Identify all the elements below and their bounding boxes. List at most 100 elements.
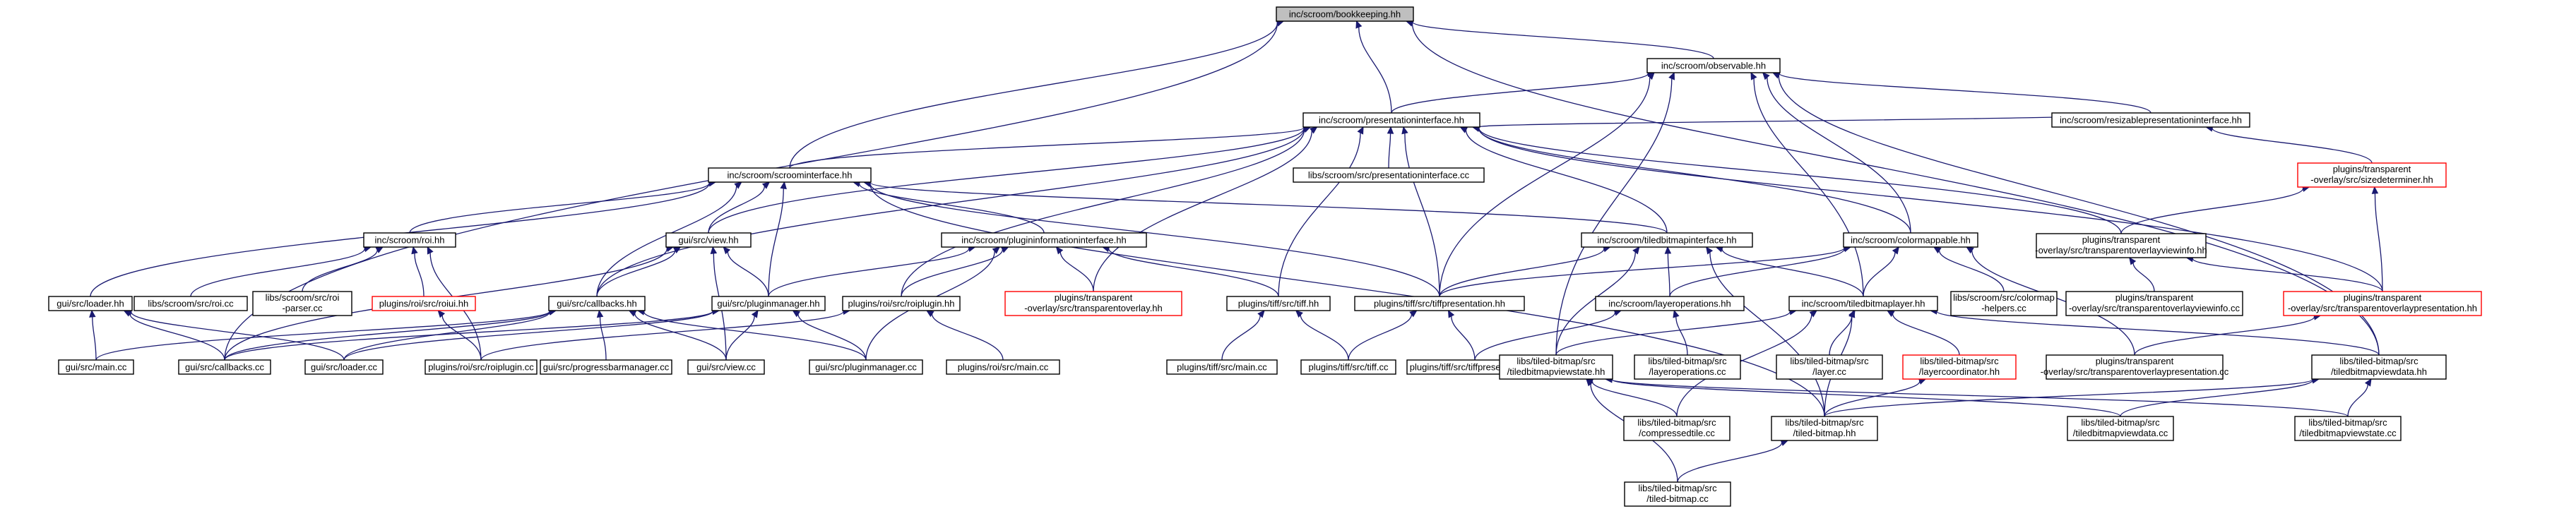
- file-node-layerops-hh[interactable]: inc/scroom/layeroperations.hh: [1595, 296, 1745, 311]
- file-node-bookkeeping[interactable]: inc/scroom/bookkeeping.hh: [1276, 6, 1414, 22]
- file-node-roi-cc[interactable]: libs/scroom/src/roi.cc: [133, 296, 248, 311]
- node-label: gui/src/loader.cc: [311, 362, 377, 373]
- node-label: /tiledbitmapviewstate.hh: [1507, 366, 1605, 377]
- node-box: [178, 359, 271, 375]
- dependency-edge: [124, 308, 345, 361]
- node-label: inc/scroom/tiledbitmapinterface.hh: [1597, 235, 1736, 246]
- file-node-plugininfo[interactable]: inc/scroom/plugininformationinterface.hh: [941, 232, 1147, 248]
- node-box: [2067, 416, 2174, 441]
- file-node-scroomint[interactable]: inc/scroom/scroominterface.hh: [708, 167, 872, 183]
- file-node-to-hh[interactable]: plugins/transparent-overlay/src/transpar…: [1004, 291, 1182, 316]
- file-node-tiff-hh[interactable]: plugins/tiff/src/tiff.hh: [1226, 296, 1331, 311]
- edge-line: [2120, 380, 2313, 417]
- dependency-edge: [1604, 376, 2121, 417]
- node-label: inc/scroom/layeroperations.hh: [1608, 299, 1731, 309]
- file-node-roiplugin-hh[interactable]: plugins/roi/src/roiplugin.hh: [842, 296, 961, 311]
- node-label: -overlay/src/transparentoverlayviewinfo.…: [2035, 245, 2207, 256]
- file-node-tbviewdata-cc[interactable]: libs/tiled-bitmap/src/tiledbitmapviewdat…: [2067, 416, 2174, 441]
- file-node-colormappable[interactable]: inc/scroom/colormappable.hh: [1843, 232, 1978, 248]
- node-label: /tiledbitmapviewstate.cc: [2299, 428, 2397, 438]
- edge-line: [343, 311, 550, 361]
- node-label: plugins/transparent: [2115, 292, 2194, 303]
- node-label: libs/tiled-bitmap/src: [2308, 417, 2387, 428]
- file-node-tovinfo[interactable]: plugins/transparent-overlay/src/transpar…: [2035, 233, 2207, 258]
- dependency-edge: [628, 310, 727, 361]
- file-node-layer-cc[interactable]: libs/tiled-bitmap/src/layer.cc: [1776, 354, 1883, 380]
- dependency-edge: [2120, 377, 2320, 417]
- file-node-pluginmgr-hh[interactable]: gui/src/pluginmanager.hh: [711, 296, 826, 311]
- edge-line: [1667, 253, 1670, 297]
- dependency-edge: [792, 310, 867, 361]
- file-node-tbviewstate-hh[interactable]: libs/tiled-bitmap/src/tiledbitmapviewsta…: [1499, 354, 1613, 380]
- file-node-compressedtile[interactable]: libs/tiled-bitmap/src/compressedtile.cc: [1623, 416, 1731, 441]
- node-label: libs/scroom/src/presentationinterface.cc: [1308, 170, 1470, 181]
- edge-line: [92, 316, 97, 361]
- file-node-roiui[interactable]: plugins/roi/src/roiui.hh: [372, 296, 476, 311]
- edge-line: [129, 313, 225, 361]
- edge-line: [599, 316, 607, 361]
- file-node-tiledbitmap-hh[interactable]: libs/tiled-bitmap/src/tiled-bitmap.hh: [1771, 416, 1878, 441]
- node-label: plugins/transparent: [1055, 292, 1133, 303]
- node-label: gui/src/callbacks.hh: [557, 299, 636, 309]
- dependency-edge: [2205, 125, 2373, 164]
- file-node-tovinfo-cc[interactable]: plugins/transparent-overlay/src/transpar…: [2065, 291, 2243, 316]
- file-node-roiplugin-cc[interactable]: plugins/roi/src/roiplugin.cc: [425, 359, 538, 375]
- file-node-view-hh[interactable]: gui/src/view.hh: [665, 232, 752, 248]
- file-node-layercoord-hh[interactable]: libs/tiled-bitmap/src/layercoordinator.h…: [1902, 354, 2017, 380]
- edge-arrowhead: [1762, 72, 1770, 80]
- file-node-resizable[interactable]: inc/scroom/resizablepresentationinterfac…: [2051, 112, 2250, 128]
- file-node-tiledbitmap-cc[interactable]: libs/tiled-bitmap/src/tiled-bitmap.cc: [1624, 481, 1731, 507]
- file-node-colormaphelpers[interactable]: libs/scroom/src/colormap-helpers.cc: [1950, 291, 2058, 316]
- dependency-edge: [1459, 126, 1668, 234]
- file-node-tiledbmpint[interactable]: inc/scroom/tiledbitmapinterface.hh: [1581, 232, 1753, 248]
- file-node-callbacks-hh[interactable]: gui/src/callbacks.hh: [548, 296, 646, 311]
- file-node-tiffpres-hh[interactable]: plugins/tiff/src/tiffpresentation.hh: [1354, 296, 1525, 311]
- dependency-edge: [2347, 378, 2372, 417]
- file-node-callbacks-cc[interactable]: gui/src/callbacks.cc: [178, 359, 271, 375]
- file-node-topres-cc[interactable]: plugins/transparent-overlay/src/transpar…: [2041, 354, 2229, 380]
- file-node-tiff-cc[interactable]: plugins/tiff/src/tiff.cc: [1300, 359, 1396, 375]
- dependency-edge: [437, 310, 482, 361]
- file-node-roi-hh[interactable]: inc/scroom/roi.hh: [363, 232, 456, 248]
- file-node-tiledbmplayer-hh[interactable]: inc/scroom/tiledbitmaplayer.hh: [1788, 296, 1938, 311]
- file-node-roiparser[interactable]: libs/scroom/src/roi-parser.cc: [252, 291, 352, 316]
- edge-line: [302, 250, 378, 292]
- file-node-tbviewstate-cc[interactable]: libs/tiled-bitmap/src/tiledbitmapviewsta…: [2294, 416, 2402, 441]
- file-node-presint[interactable]: inc/scroom/presentationinterface.hh: [1302, 112, 1480, 128]
- file-node-progressbar-cc[interactable]: gui/src/progressbarmanager.cc: [540, 359, 672, 375]
- edge-arrowhead: [1668, 71, 1675, 80]
- node-label: gui/src/callbacks.cc: [185, 362, 264, 373]
- file-node-pluginmgr-cc[interactable]: gui/src/pluginmanager.cc: [809, 359, 923, 375]
- file-node-layerops-cc[interactable]: libs/tiled-bitmap/src/layeroperations.cc: [1634, 354, 1741, 380]
- node-box: [2311, 354, 2447, 380]
- node-box: [1595, 296, 1745, 311]
- edge-arrowhead: [1586, 378, 1593, 387]
- file-node-view-cc[interactable]: gui/src/view.cc: [687, 359, 765, 375]
- node-label: plugins/tiff/src/main.cc: [1177, 362, 1267, 373]
- edge-arrowhead: [1673, 309, 1680, 318]
- node-label: -helpers.cc: [1981, 303, 2026, 313]
- node-label: inc/scroom/tiledbitmaplayer.hh: [1802, 299, 1925, 309]
- dependency-edge: [411, 246, 425, 297]
- node-label: gui/src/progressbarmanager.cc: [543, 362, 670, 373]
- edge-arrowhead: [2364, 378, 2372, 387]
- dependency-edge: [89, 309, 97, 361]
- dependency-edge: [1055, 246, 1094, 292]
- file-node-roimain-cc[interactable]: plugins/roi/src/main.cc: [946, 359, 1060, 375]
- file-node-tiffmain-cc[interactable]: plugins/tiff/src/main.cc: [1166, 359, 1278, 375]
- file-node-topres-hh[interactable]: plugins/transparent-overlay/src/transpar…: [2283, 291, 2482, 316]
- edge-line: [1391, 73, 1649, 114]
- dependency-edge: [123, 310, 225, 361]
- file-node-tbviewdata-hh[interactable]: libs/tiled-bitmap/src/tiledbitmapviewdat…: [2311, 354, 2447, 380]
- node-box: [2051, 112, 2250, 128]
- file-node-loader-hh[interactable]: gui/src/loader.hh: [48, 296, 133, 311]
- edge-line: [869, 184, 1825, 417]
- file-node-sizedet[interactable]: plugins/transparent-overlay/src/sizedete…: [2297, 162, 2447, 188]
- node-box: [1902, 354, 2017, 380]
- file-node-observable[interactable]: inc/scroom/observable.hh: [1646, 58, 1781, 73]
- file-node-loader-cc[interactable]: gui/src/loader.cc: [304, 359, 384, 375]
- node-box: [1302, 112, 1480, 128]
- node-label: /layercoordinator.hh: [1919, 366, 2000, 377]
- file-node-presint-cc[interactable]: libs/scroom/src/presentationinterface.cc: [1293, 167, 1485, 183]
- file-node-main-cc[interactable]: gui/src/main.cc: [58, 359, 134, 375]
